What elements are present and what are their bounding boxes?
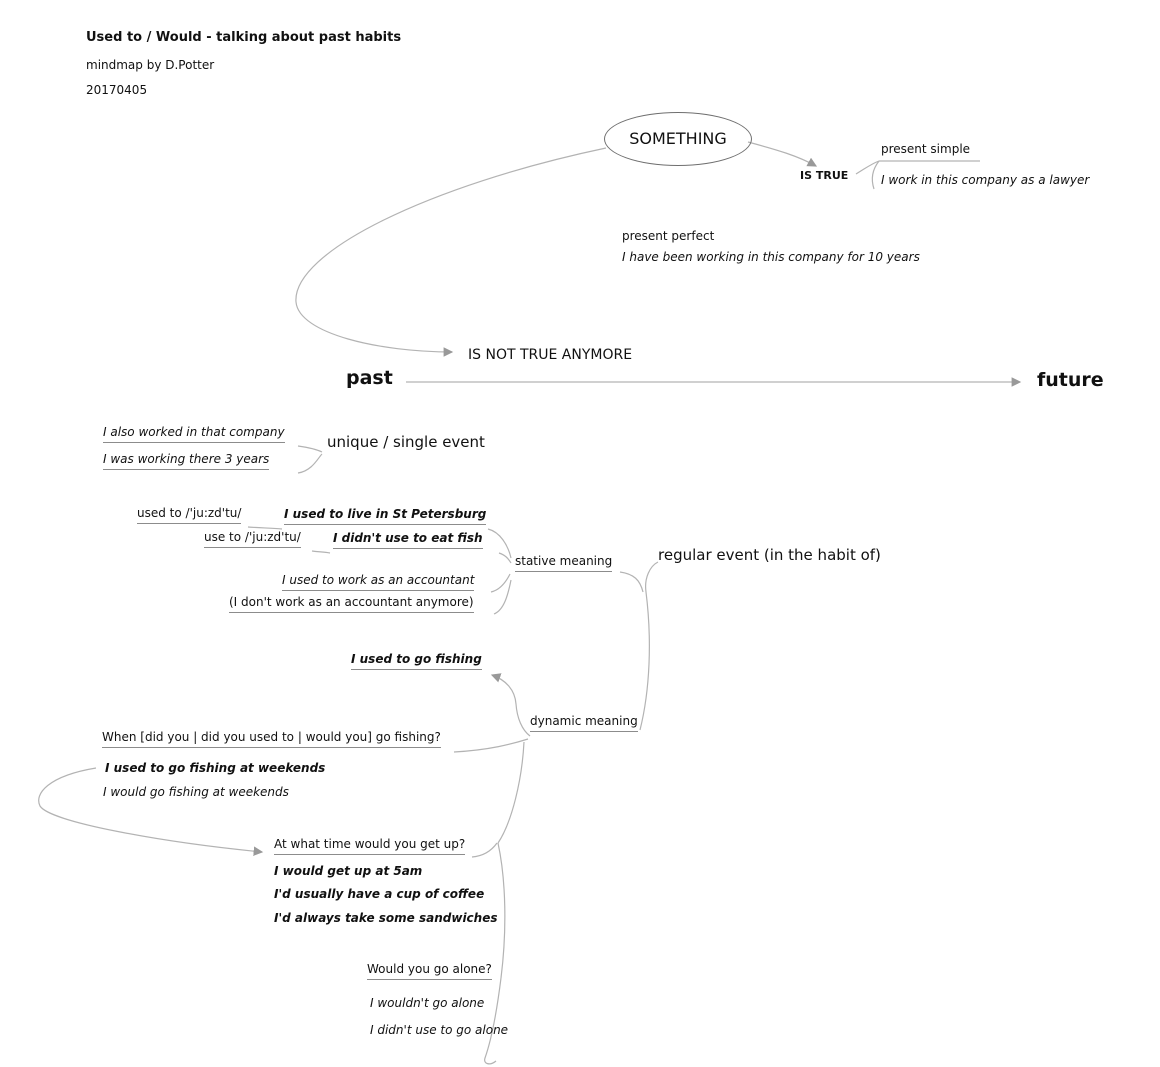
edge-didnt-stative <box>498 552 512 564</box>
edge-whattime-join <box>471 842 498 858</box>
node-also-worked: I also worked in that company <box>103 425 285 443</box>
edge-dynamic-regular <box>639 561 659 731</box>
edge-sweep-whattime <box>38 767 264 856</box>
node-fishing-weekends-used-to: I used to go fishing at weekends <box>105 761 326 775</box>
node-was-working: I was working there 3 years <box>103 452 270 470</box>
edge-accountant-stative <box>490 573 511 593</box>
node-wouldnt-alone: I wouldn't go alone <box>370 996 485 1010</box>
node-used-to-fishing: I used to go fishing <box>351 652 482 670</box>
node-stative-meaning: stative meaning <box>515 554 613 572</box>
node-dynamic-meaning: dynamic meaning <box>530 714 638 732</box>
node-what-time: At what time would you get up? <box>274 837 466 855</box>
edge-when-dynamic <box>453 738 529 753</box>
node-go-alone: Would you go alone? <box>367 962 492 980</box>
node-get-up: I would get up at 5am <box>274 864 423 878</box>
node-unique-event: unique / single event <box>327 433 485 451</box>
node-regular-event: regular event (in the habit of) <box>658 546 881 564</box>
edge-anymore-stative <box>493 579 512 615</box>
edge-something-istrue <box>747 141 818 167</box>
node-used-to-live: I used to live in St Petersburg <box>284 507 487 525</box>
edge-down-2 <box>497 842 506 979</box>
node-didnt-alone: I didn't use to go alone <box>370 1023 509 1037</box>
page-date: 20170405 <box>86 83 148 97</box>
edge-istrue-presentsimple <box>855 160 880 175</box>
node-when-fishing: When [did you | did you used to | would … <box>102 730 441 748</box>
edge-dynamic-fishing <box>490 673 531 737</box>
edge-stative-merge <box>619 571 644 593</box>
edge-presentsimple-child <box>871 160 880 190</box>
node-present-simple-example: I work in this company as a lawyer <box>881 173 1090 187</box>
node-future: future <box>1037 369 1104 391</box>
page-title: Used to / Would - talking about past hab… <box>86 30 402 45</box>
node-past: past <box>346 367 393 389</box>
node-is-not-true: IS NOT TRUE ANYMORE <box>468 347 633 363</box>
node-coffee: I'd usually have a cup of coffee <box>274 887 485 901</box>
node-used-to-work: I used to work as an accountant <box>282 573 475 591</box>
edge-down-1 <box>497 741 525 844</box>
node-fishing-weekends-would: I would go fishing at weekends <box>103 785 289 799</box>
node-present-simple: present simple <box>881 142 971 156</box>
node-present-perfect-example: I have been working in this company for … <box>622 250 920 264</box>
node-present-perfect: present perfect <box>622 229 715 243</box>
node-something: SOMETHING <box>604 112 752 166</box>
node-sandwiches: I'd always take some sandwiches <box>274 911 498 925</box>
edge-useto-didnt <box>311 550 331 554</box>
node-used-to-phonetic: used to /'ju:zd'tu/ <box>137 506 242 524</box>
node-something-label: SOMETHING <box>629 129 727 148</box>
edge-something-isnottrue <box>295 147 607 357</box>
edge-wasworking-bracket <box>297 453 323 474</box>
edge-live-stative <box>487 528 512 559</box>
page-subtitle: mindmap by D.Potter <box>86 58 215 72</box>
node-dont-work-anymore: (I don't work as an accountant anymore) <box>229 595 474 613</box>
edge-alsoworked-bracket <box>297 445 323 453</box>
edge-usedto-live <box>247 526 283 530</box>
node-use-to-phonetic: use to /'ju:zd'tu/ <box>204 530 301 548</box>
edge-down-3 <box>484 977 502 1065</box>
node-is-true: IS TRUE <box>800 169 849 182</box>
node-didnt-use-fish: I didn't use to eat fish <box>333 531 483 549</box>
